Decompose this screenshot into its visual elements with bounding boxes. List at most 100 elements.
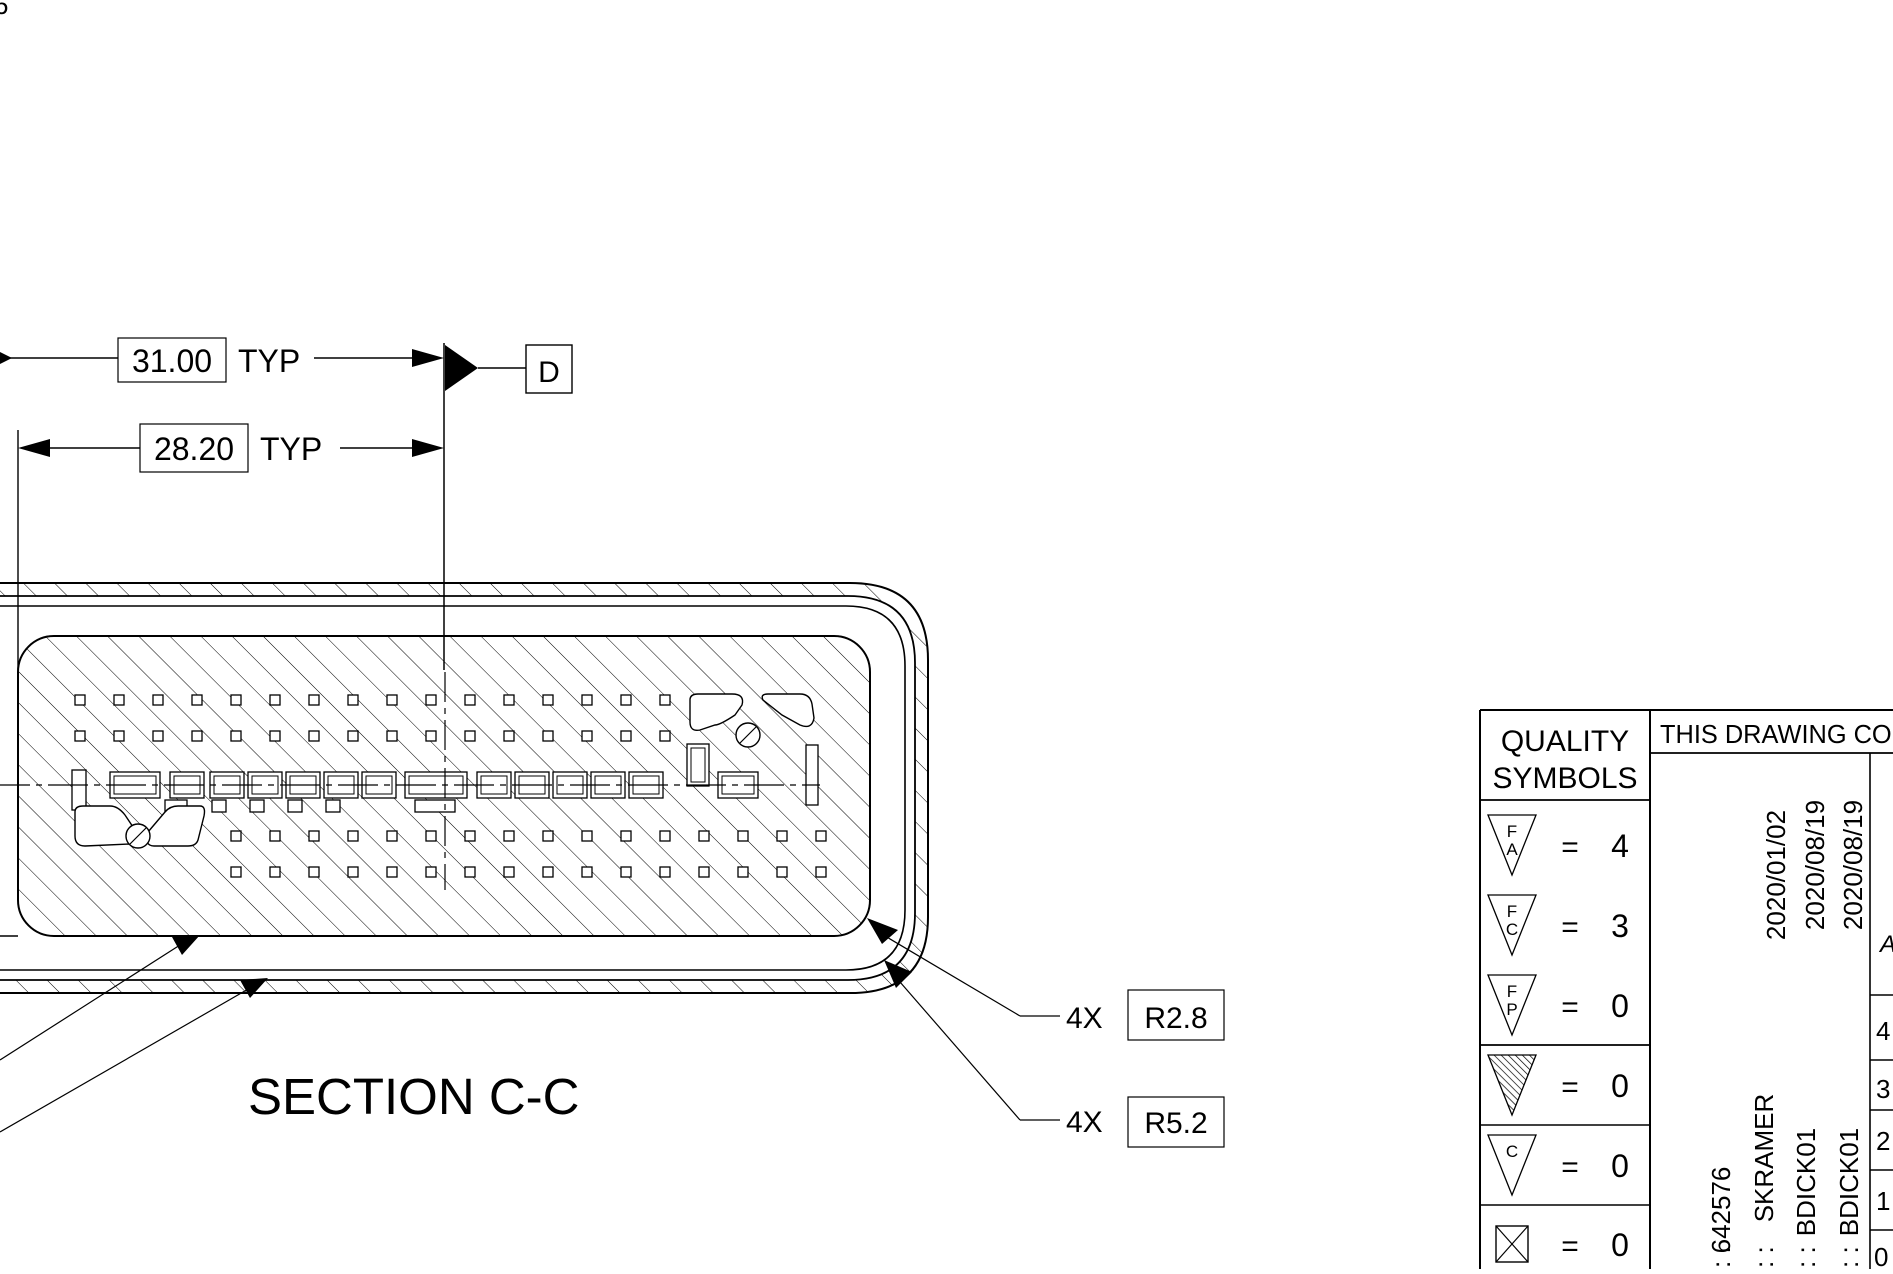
lower-slot-6	[414, 799, 456, 813]
cavity-46	[464, 866, 476, 878]
cavity-2	[74, 730, 86, 742]
cavity-12	[269, 730, 281, 742]
cavity-31	[659, 694, 671, 706]
lower-slot-4	[287, 799, 303, 813]
connector-body	[0, 582, 929, 994]
lower-slot-3	[249, 799, 265, 813]
quality-header-line1: QUALITY	[1501, 725, 1629, 758]
cavity-48	[503, 866, 515, 878]
cavity-9	[230, 694, 242, 706]
cavity-37	[308, 830, 320, 842]
date-2: 2020/08/19	[1800, 800, 1830, 930]
cavity-16	[347, 730, 359, 742]
cavity-62	[776, 866, 788, 878]
cavity-54	[620, 866, 632, 878]
dim-28-suffix: TYP	[260, 431, 322, 467]
symbol-letter: F	[1507, 822, 1517, 841]
r52-value: R5.2	[1144, 1107, 1207, 1140]
rev-fragment-0: 0	[1874, 1242, 1888, 1269]
keying-feature-2	[761, 693, 815, 728]
cavity-39	[347, 830, 359, 842]
cavity-4	[113, 730, 125, 742]
radius-callout-r28: 4X R2.8	[867, 918, 1225, 1041]
cavity-47	[503, 830, 515, 842]
screw-hole-2	[125, 823, 151, 849]
fa-triangle-icon: FA	[1487, 814, 1537, 877]
date-3: 2020/08/19	[1838, 800, 1868, 930]
dimension-28-typ: 28.20 TYP	[17, 423, 444, 782]
symbol-count: 4	[1611, 828, 1629, 864]
cavity-41	[386, 830, 398, 842]
cavity-21	[464, 694, 476, 706]
symbol-count: 0	[1611, 988, 1629, 1024]
cavity-17	[386, 694, 398, 706]
cavity-11	[269, 694, 281, 706]
cavity-27	[581, 694, 593, 706]
quality-symbol-rows: FA=4FC=3FP=0=0C=0=0	[1480, 814, 1650, 1263]
cavity-63	[815, 830, 827, 842]
cavity-49	[542, 830, 554, 842]
cavity-59	[737, 830, 749, 842]
cavity-61	[776, 830, 788, 842]
colon-4: : :	[1834, 1246, 1864, 1268]
equals-sign: =	[1561, 911, 1579, 944]
section-title: SECTION C-C	[248, 1068, 580, 1125]
cavity-56	[659, 866, 671, 878]
datum-triangle	[445, 345, 478, 391]
colon-1: : .	[1706, 1246, 1736, 1268]
end-bracket-1	[71, 769, 87, 811]
cavity-18	[386, 730, 398, 742]
quality-row-2: FC = 3	[1487, 894, 1629, 957]
cavity-8	[191, 730, 203, 742]
rev-fragment-2: 2	[1876, 1126, 1890, 1156]
crossed-box-icon	[1495, 1225, 1529, 1263]
left-leaders	[0, 935, 268, 1133]
name-3: BDICK01	[1791, 1128, 1821, 1236]
cavity-19	[425, 694, 437, 706]
cavity-1	[74, 694, 86, 706]
cavity-42	[386, 866, 398, 878]
colon-3: : :	[1791, 1246, 1821, 1268]
equals-sign: =	[1561, 1071, 1579, 1104]
cavity-7	[191, 694, 203, 706]
lower-slot-5	[325, 799, 341, 813]
cavity-26	[542, 730, 554, 742]
quality-row-5: C=0	[1487, 1134, 1629, 1197]
symbol-subscript: P	[1506, 1000, 1517, 1019]
dim-31-suffix: TYP	[238, 343, 300, 379]
rev-fragment-3: 3	[1876, 1074, 1890, 1104]
r28-qty: 4X	[1066, 1002, 1103, 1035]
datum-d-label: D	[538, 356, 560, 389]
cavity-58	[698, 866, 710, 878]
dim-28-value: 28.20	[154, 431, 234, 467]
fc-triangle-icon: FC	[1487, 894, 1537, 957]
symbol-count: 3	[1611, 908, 1629, 944]
radius-callout-r52: 4X R5.2	[884, 960, 1225, 1148]
rev-fragment-4: 4	[1876, 1016, 1890, 1046]
symbol-subscript: C	[1506, 920, 1518, 939]
cavity-15	[347, 694, 359, 706]
cavity-28	[581, 730, 593, 742]
date-1: 2020/01/02	[1761, 810, 1791, 940]
cavity-29	[620, 694, 632, 706]
name-1: 642576	[1706, 1167, 1736, 1254]
colon-2: : :	[1749, 1246, 1779, 1268]
cavity-64	[815, 866, 827, 878]
name-4: BDICK01	[1834, 1128, 1864, 1236]
cavity-14	[308, 730, 320, 742]
pin-slot-14	[686, 743, 710, 787]
symbol-letter: C	[1506, 1142, 1518, 1161]
quality-row-1: FA=4	[1487, 814, 1629, 877]
cavity-36	[269, 866, 281, 878]
cavity-30	[620, 730, 632, 742]
keying-feature-4	[146, 805, 206, 847]
keying-feature-1	[689, 693, 744, 732]
symbol-letter: F	[1507, 902, 1517, 921]
cavity-55	[659, 830, 671, 842]
cavity-43	[425, 830, 437, 842]
lower-slot-2	[211, 799, 227, 813]
dim-31-value: 31.00	[132, 343, 212, 379]
cavity-44	[425, 866, 437, 878]
symbol-subscript: A	[1506, 840, 1518, 859]
